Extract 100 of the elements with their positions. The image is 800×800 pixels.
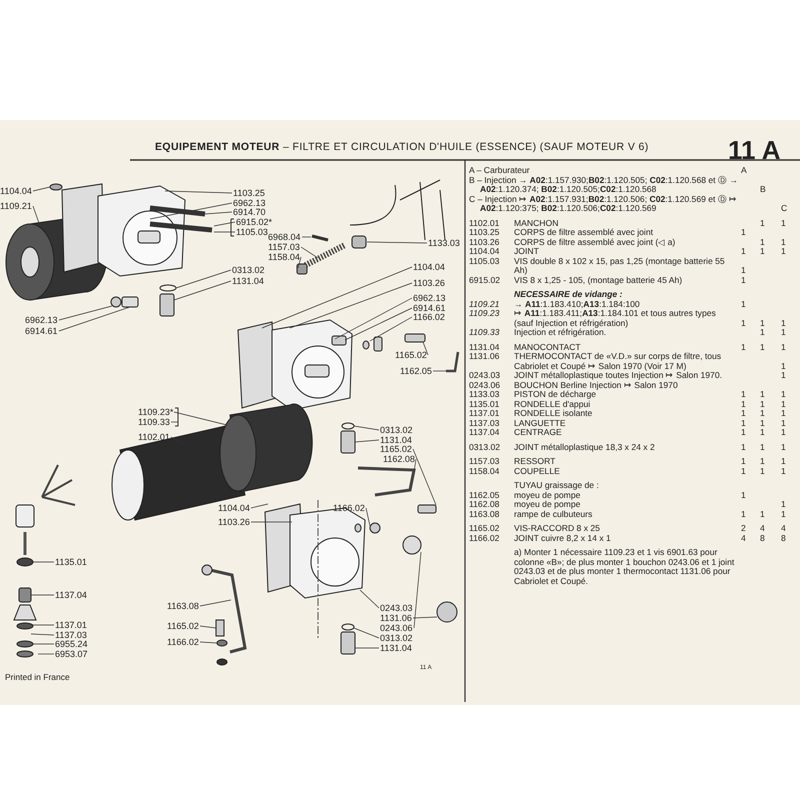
quantity: 1 <box>760 400 765 409</box>
leader-line <box>302 236 312 238</box>
part-number: 1103.25 <box>469 228 500 238</box>
leader-line <box>164 190 232 194</box>
callout-number: 6953.07 <box>55 649 88 659</box>
quantity: 1 <box>760 466 765 476</box>
quantity: 1 <box>741 247 746 256</box>
leader-line <box>414 458 416 472</box>
leader-line <box>412 448 436 506</box>
callout-number: 6968.04 <box>268 232 301 242</box>
leader-line <box>300 246 318 258</box>
quantity: 1 <box>741 457 746 466</box>
quantity: 1 <box>741 342 746 352</box>
leader-line <box>414 552 422 628</box>
part-description: JOINT <box>514 247 540 256</box>
column-code: A <box>741 166 747 176</box>
part-number: 1105.03 <box>469 256 500 266</box>
quantity: 1 <box>781 409 786 418</box>
quantity: 1 <box>741 490 746 500</box>
callout-number: 1104.04 <box>218 503 250 513</box>
part-number: 1137.01 <box>469 409 500 418</box>
part-number: 6915.02 <box>469 276 500 285</box>
part-description: Injection et réfrigération. <box>514 328 606 338</box>
callout-number: 1109.33 <box>138 417 170 427</box>
quantity: 1 <box>760 342 765 352</box>
quantity: 1 <box>760 442 765 452</box>
quantity: 1 <box>741 228 746 238</box>
callout-number: 6914.61 <box>413 303 446 313</box>
quantity: 4 <box>760 524 765 534</box>
callout-number: 1166.02 <box>333 503 365 513</box>
callout-number: 1131.04 <box>380 643 412 653</box>
part-description: BOUCHON Berline Injection ↦ Salon 1970 <box>514 380 679 390</box>
leader-line <box>250 504 268 508</box>
callout-number: 6914.70 <box>233 207 266 217</box>
part-number: 1109.23 <box>469 309 500 318</box>
callout-number: 1165.02 <box>167 621 199 631</box>
leader-line <box>354 440 380 442</box>
quantity: 1 <box>741 466 746 476</box>
part-number: 1157.03 <box>469 457 500 466</box>
part-description: JOINT cuivre 8,2 x 14 x 1 <box>514 534 612 543</box>
part-number: 1137.03 <box>469 418 500 428</box>
quantity: 1 <box>781 510 786 519</box>
quantity: 1 <box>741 300 746 309</box>
quantity: 1 <box>781 371 786 380</box>
callout-number: 1103.26 <box>413 278 445 288</box>
quantity: 1 <box>760 390 765 400</box>
quantity: 1 <box>741 400 746 409</box>
leader-line <box>58 306 130 332</box>
callout-number: 1109.23* <box>138 407 174 417</box>
page-title: EQUIPEMENT MOTEUR – FILTRE ET CIRCULATION D'HUILE (ESSENCE) (SAUF MOTEUR V 6) <box>155 142 649 152</box>
callout-number: 1109.21 <box>0 201 32 211</box>
leader-line <box>422 342 428 356</box>
leader-line <box>354 628 380 638</box>
callout-number: 1131.04 <box>232 276 264 286</box>
callout-number: 1104.04 <box>0 186 32 196</box>
part-number: 1166.02 <box>469 534 500 543</box>
callout-number: 6914.61 <box>25 326 58 336</box>
part-number: 1103.26 <box>469 238 500 247</box>
quantity: 1 <box>781 362 786 371</box>
leader-line <box>366 508 370 526</box>
quantity: 1 <box>760 428 765 438</box>
part-description: LANGUETTE <box>514 418 567 428</box>
leader-line <box>334 298 412 340</box>
leader-line <box>170 436 186 446</box>
quantity: 2 <box>741 524 746 534</box>
leader-line <box>432 370 446 372</box>
quantity: 1 <box>781 442 786 452</box>
leader-line <box>176 270 232 288</box>
quantity: 1 <box>760 247 765 256</box>
callout-number: 1131.06 <box>380 613 412 623</box>
leader-line <box>370 316 412 342</box>
part-description: VIS double 8 x 102 x 15, pas 1,25 (montage batterie 55 Ah) <box>514 256 726 276</box>
quantity: 1 <box>760 328 765 338</box>
callout-number: 1158.04 <box>268 252 300 262</box>
quantity: 1 <box>741 266 746 276</box>
leader-line <box>58 306 112 320</box>
part-number: 1158.04 <box>469 466 500 476</box>
leader-line <box>290 282 412 328</box>
quantity: 1 <box>781 218 786 228</box>
leader-line <box>32 206 40 226</box>
callout-number: 6962.13 <box>233 198 266 208</box>
page-number: 11 A <box>728 136 781 164</box>
quantity: 1 <box>741 409 746 418</box>
leader-line <box>174 280 232 300</box>
quantity: 1 <box>781 428 786 438</box>
leader-line <box>150 202 232 220</box>
leader-line <box>30 594 54 596</box>
leader-line <box>200 642 218 644</box>
quantity: 1 <box>781 247 786 256</box>
part-description: TUYAU graissage de : <box>514 481 600 490</box>
part-description: RESSORT <box>514 457 556 466</box>
part-description: VIS 8 x 1,25 - 105, (montage batterie 45 Ah) <box>514 276 684 285</box>
part-description: PISTON de décharge <box>514 390 597 400</box>
leader-line <box>298 256 302 268</box>
quantity: 1 <box>760 409 765 418</box>
callout-number: 1137.01 <box>55 620 87 630</box>
part-number: 1133.03 <box>469 390 500 400</box>
callout-number: 0313.02 <box>232 265 265 275</box>
part-description: moyeu de pompe <box>514 500 582 510</box>
quantity: 1 <box>781 500 786 510</box>
